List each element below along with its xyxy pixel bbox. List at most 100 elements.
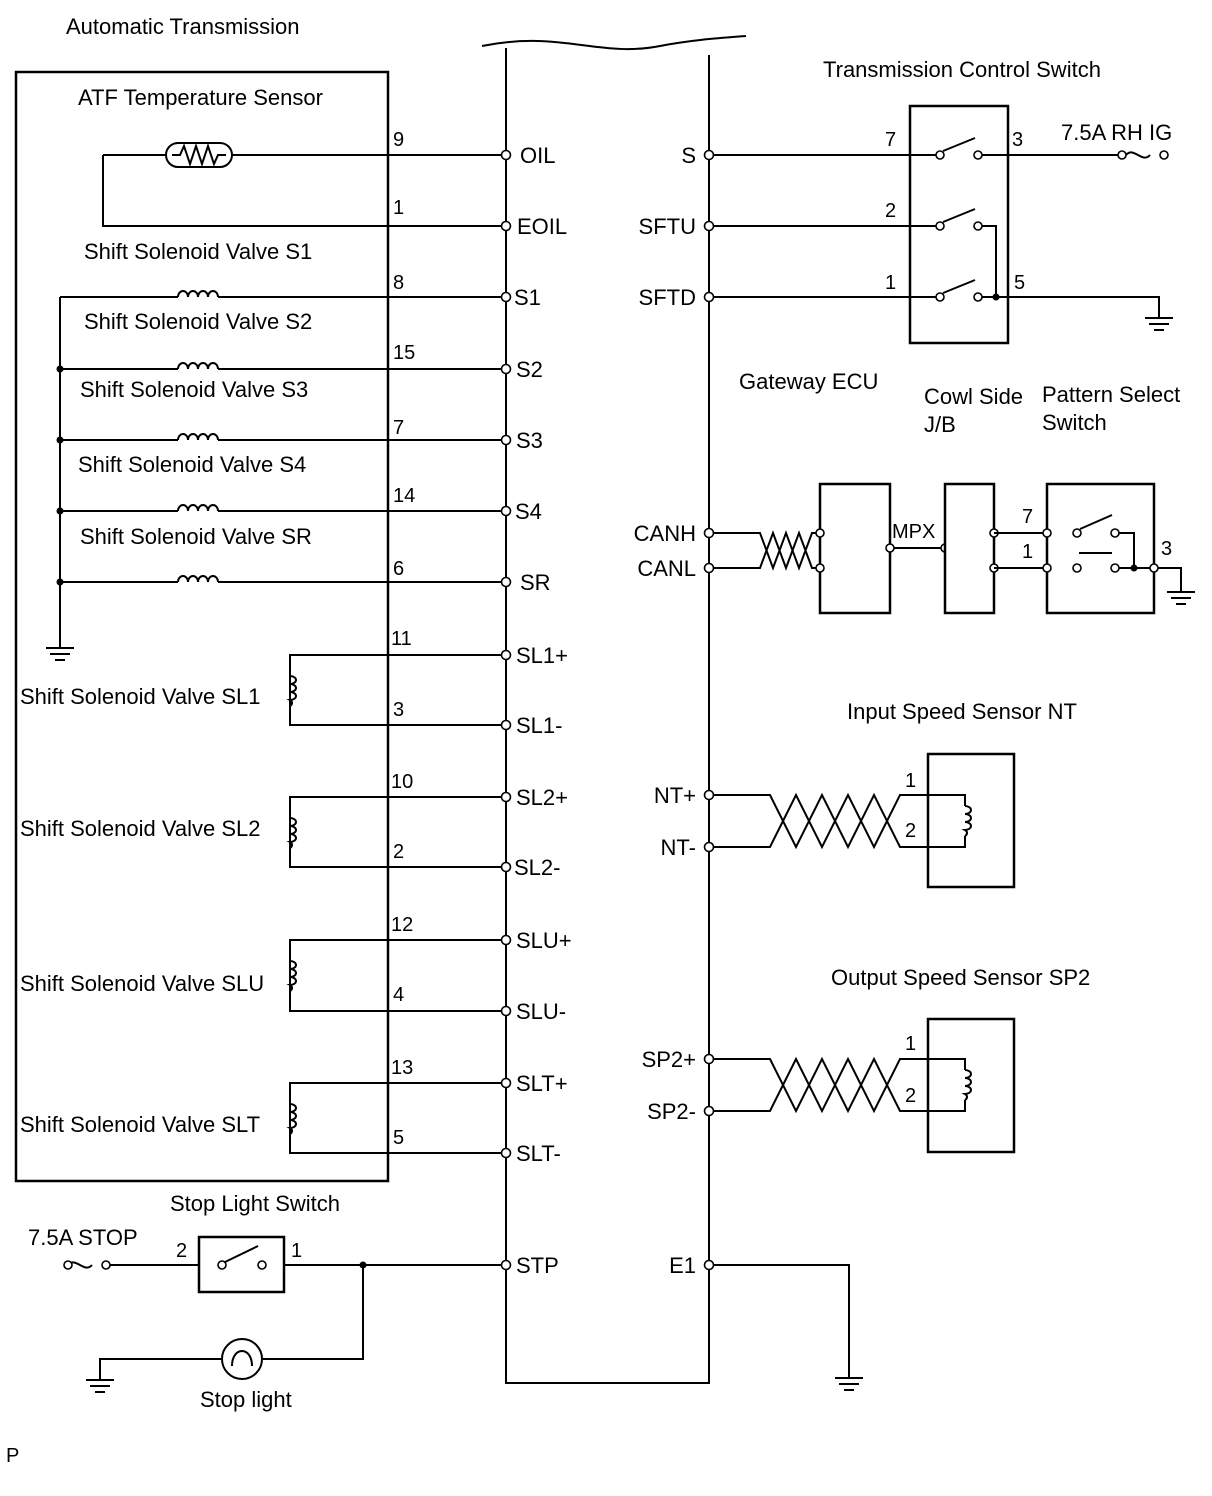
sr-pin: 6 — [393, 558, 404, 580]
stop-switch-label: Stop Light Switch — [170, 1191, 340, 1216]
ecu-terminal-label: EOIL — [517, 214, 567, 239]
coil-icon — [286, 675, 297, 707]
ecu-terminal-label: S — [681, 143, 696, 168]
ecu-terminal-label: SL2+ — [516, 785, 568, 810]
ground-icon — [1145, 317, 1173, 331]
ecu-terminal-label: E1 — [669, 1253, 696, 1278]
ecu-terminal-sftu — [703, 220, 715, 232]
solenoid-slt: Shift Solenoid Valve SLT 13 5 — [20, 1057, 506, 1154]
nt-pin-1: 1 — [905, 770, 916, 792]
pattern-label-2: Switch — [1042, 410, 1107, 435]
ecu-terminal-label: CANH — [634, 521, 696, 546]
ecu-terminal-label: CANL — [637, 556, 696, 581]
sl1-pin-b: 3 — [393, 699, 404, 721]
slu-label: Shift Solenoid Valve SLU — [20, 971, 264, 996]
solenoid-s2: Shift Solenoid Valve S2 15 — [56, 309, 506, 373]
sp2-pin-1: 1 — [905, 1033, 916, 1055]
ecu-terminal-stp — [500, 1259, 512, 1271]
ecu-terminal-sl2-minus — [500, 861, 512, 873]
atf-wire-return — [102, 155, 506, 227]
coil-icon — [286, 817, 297, 849]
s1-pin: 8 — [393, 272, 404, 294]
coil-icon — [961, 805, 972, 837]
ecu-terminal-label: S1 — [514, 285, 541, 310]
can-twisted-pair — [709, 530, 820, 571]
ground-icon — [835, 1377, 863, 1391]
tcs-pin-7: 7 — [885, 129, 896, 151]
ground-icon — [1167, 591, 1195, 605]
sl1-pin-a: 11 — [391, 628, 412, 650]
ecu-terminal-canl — [703, 562, 715, 574]
ecu-terminal-s2 — [500, 363, 512, 375]
ecu-terminal-slu-minusplus — [500, 934, 512, 946]
ecu-terminal-s — [703, 149, 715, 161]
pattern-label-1: Pattern Select — [1042, 382, 1180, 407]
atf-pin-1: 1 — [393, 197, 404, 219]
pattern-pin-3: 3 — [1161, 538, 1172, 560]
output-speed-sensor: Output Speed Sensor SP2 1 2 — [709, 965, 1090, 1154]
thermistor-icon — [165, 142, 233, 168]
ecu-terminal-label: S2 — [516, 357, 543, 382]
slt-pin-b: 5 — [393, 1127, 404, 1149]
solenoid-slu: Shift Solenoid Valve SLU 12 4 — [20, 914, 506, 1012]
diagram-title: Automatic Transmission — [66, 14, 300, 39]
s4-label: Shift Solenoid Valve S4 — [78, 452, 306, 477]
solenoid-sr: Shift Solenoid Valve SR 6 — [56, 524, 506, 586]
coil-icon — [286, 1103, 297, 1135]
stop-light-icon — [221, 1338, 263, 1380]
slt-pin-a: 13 — [391, 1057, 413, 1079]
sp2-label: Output Speed Sensor SP2 — [831, 965, 1090, 990]
sp2-pin-2: 2 — [905, 1085, 916, 1107]
e1-ground-wire — [709, 1264, 850, 1378]
ecu-terminal-label: SP2+ — [642, 1047, 696, 1072]
solenoid-s1: Shift Solenoid Valve S1 8 — [60, 239, 506, 298]
ecu-break-line — [481, 35, 747, 51]
ecu-terminal-sp2-minusplus — [703, 1053, 715, 1065]
ecu-terminal-nt-minus — [703, 841, 715, 853]
fuse-icon — [1125, 151, 1151, 159]
ground-icon — [46, 647, 74, 661]
ecu-terminal-label: NT- — [661, 835, 696, 860]
pattern-pin-1: 1 — [1022, 541, 1033, 563]
ecu-terminal-sl1-minus — [500, 719, 512, 731]
sl1-label: Shift Solenoid Valve SL1 — [20, 684, 261, 709]
slu-pin-a: 12 — [391, 914, 413, 936]
ecu-terminal-sl1-minusplus — [500, 649, 512, 661]
ecu-terminal-slt-minusplus — [500, 1077, 512, 1089]
switch-contact-icon — [224, 1245, 259, 1263]
ecu-terminal-label: NT+ — [654, 783, 696, 808]
gateway-label: Gateway ECU — [739, 369, 878, 394]
atf-pin-9: 9 — [393, 129, 404, 151]
ecu-terminal-label: SLT- — [516, 1141, 561, 1166]
ecu-terminal-nt-minusplus — [703, 789, 715, 801]
solenoid-sl2: Shift Solenoid Valve SL2 10 2 — [20, 771, 506, 868]
stop-light-label: Stop light — [200, 1387, 292, 1412]
ecu-terminal-label: S3 — [516, 428, 543, 453]
transmission-box — [14, 70, 390, 1183]
coil-icon — [177, 362, 219, 370]
tcs-pin-1: 1 — [885, 272, 896, 294]
sl2-pin-a: 10 — [391, 771, 413, 793]
ecu-terminal-s1 — [500, 291, 512, 303]
ecu-terminal-label: S4 — [515, 499, 542, 524]
sl2-label: Shift Solenoid Valve SL2 — [20, 816, 261, 841]
ecu-terminal-label: SP2- — [647, 1099, 696, 1124]
ecu-left-edge — [505, 48, 710, 1384]
tcs-pin-2: 2 — [885, 200, 896, 222]
ecu-left-terminals: OILEOILS1S2S3S4SRSL1+SL1-SL2+SL2-SLU+SLU… — [500, 143, 572, 1278]
ecu-terminal-label: SLT+ — [516, 1071, 568, 1096]
ecu-terminal-label: SR — [520, 570, 551, 595]
tcs-fuse-label: 7.5A RH IG — [1061, 120, 1172, 145]
ecu-terminal-label: SFTD — [639, 285, 696, 310]
ecu-terminal-label: OIL — [520, 143, 555, 168]
nt-label: Input Speed Sensor NT — [847, 699, 1077, 724]
stop-light-switch: Stop Light Switch 7.5A STOP 2 1 Stop lig… — [28, 1191, 506, 1412]
s2-label: Shift Solenoid Valve S2 — [84, 309, 312, 334]
ecu-terminal-label: SL1+ — [516, 643, 568, 668]
s3-label: Shift Solenoid Valve S3 — [80, 377, 308, 402]
coil-icon — [177, 290, 219, 298]
solenoid-s4: Shift Solenoid Valve S4 14 — [56, 452, 506, 515]
stop-fuse-label: 7.5A STOP — [28, 1225, 138, 1250]
